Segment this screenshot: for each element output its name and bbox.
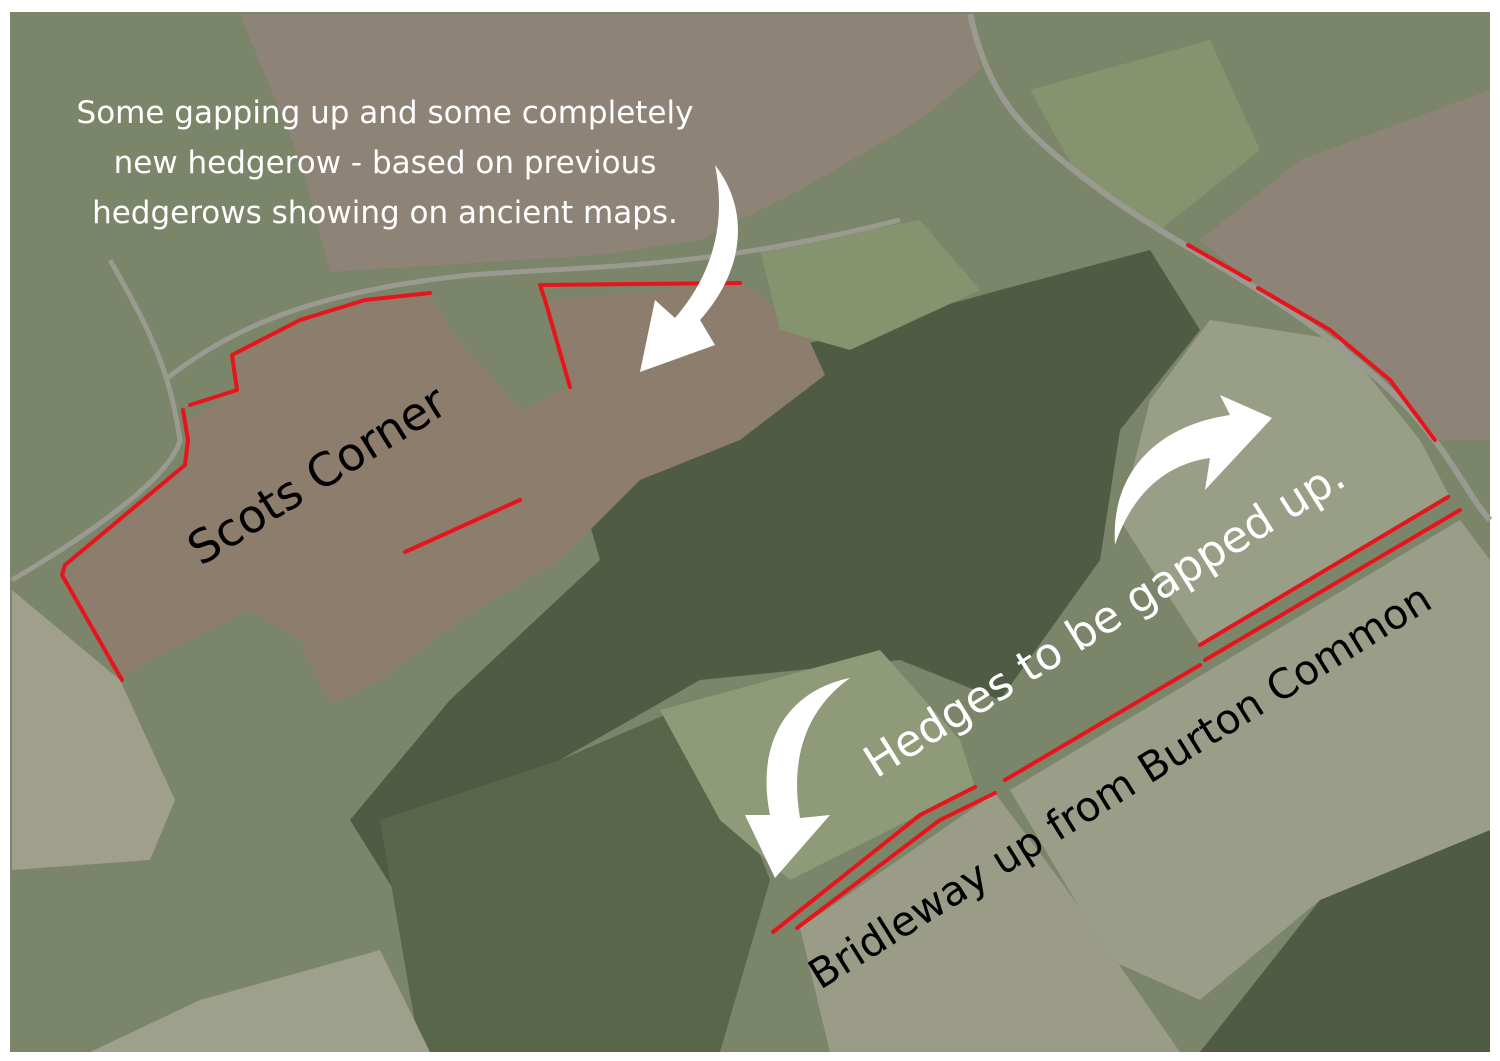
hedge-line: [1203, 508, 1462, 662]
hedge-line: [403, 498, 522, 554]
hedge-line: [1003, 663, 1202, 782]
hedgerow-note: Some gapping up and some completely new …: [76, 95, 694, 231]
hedge-line: [538, 281, 742, 389]
arrows: [640, 165, 1272, 878]
east-pale-field: [1120, 320, 1450, 645]
hedge-line: [795, 791, 997, 930]
woodland-southeast: [1200, 830, 1490, 1052]
curved-arrow-icon: [745, 678, 850, 878]
hedge-lines: [60, 243, 1462, 934]
curved-arrow-icon: [1114, 395, 1272, 545]
woodland: [350, 250, 1200, 900]
road-west: [10, 258, 183, 583]
west-pale-field: [12, 590, 175, 870]
hedge-line: [1186, 243, 1252, 282]
east-ploughed-field: [1200, 90, 1490, 440]
meadow: [660, 650, 975, 880]
south-pale-field: [800, 793, 1180, 1052]
hedge-line: [188, 291, 432, 407]
woodland-south: [380, 700, 770, 1052]
road-east: [967, 13, 1493, 523]
north-ploughed-field: [240, 14, 980, 272]
hedge-line: [60, 408, 190, 682]
road-north: [163, 217, 901, 382]
hedge-line: [771, 785, 977, 934]
scots-corner-field: [62, 283, 825, 705]
north-meadow: [760, 220, 980, 350]
hedge-line: [1256, 286, 1437, 442]
southeast-pale-field: [1010, 520, 1490, 1000]
curved-arrow-icon: [640, 165, 738, 372]
hedge-line: [1198, 495, 1450, 647]
southwest-field: [90, 950, 430, 1052]
